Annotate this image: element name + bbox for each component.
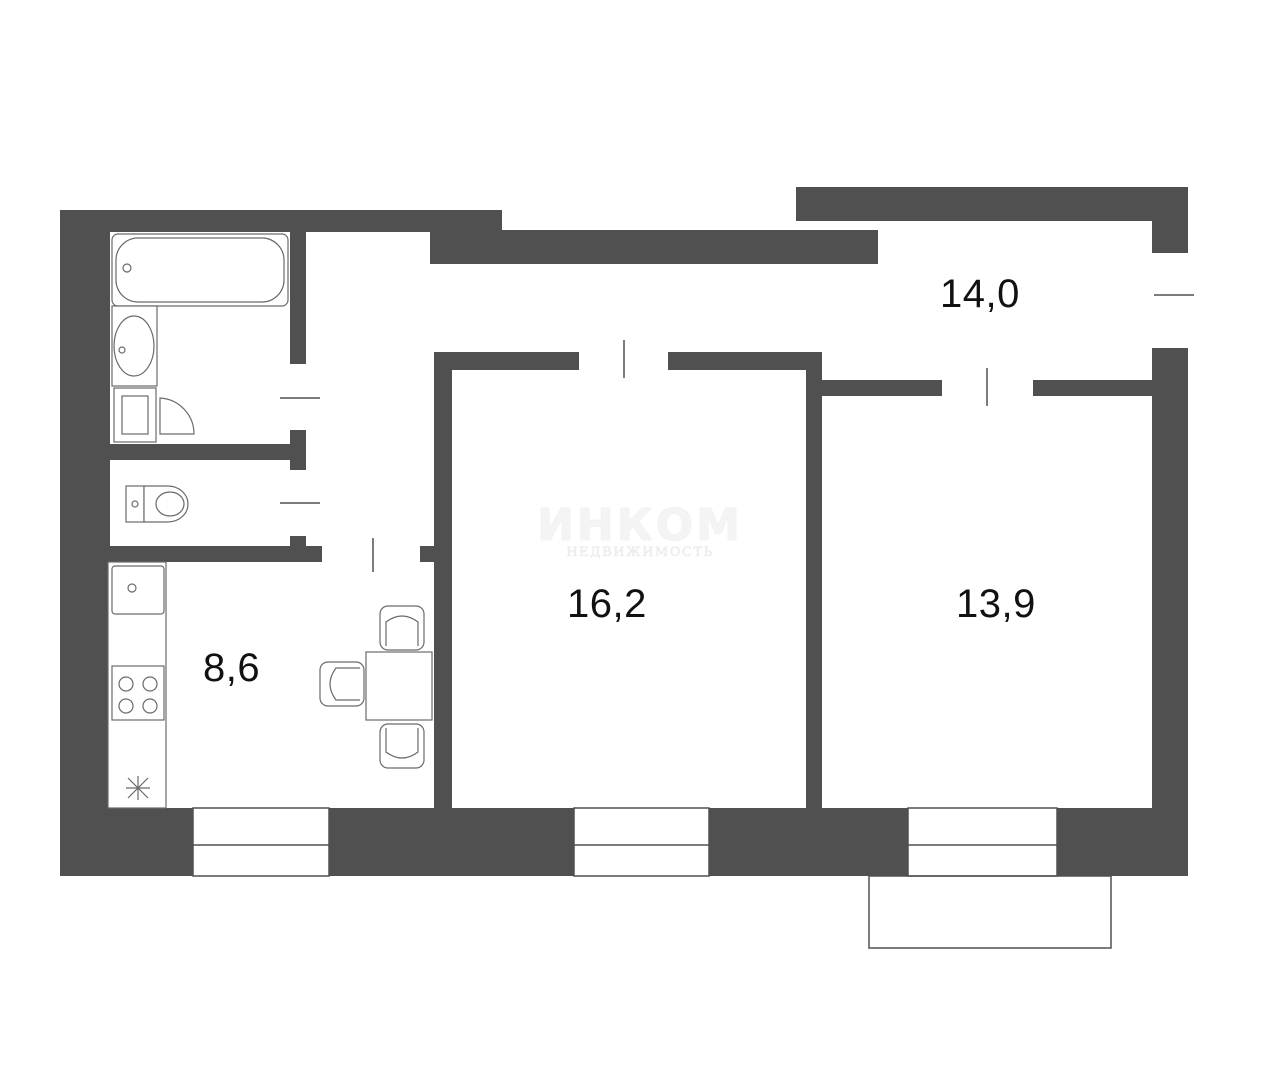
wall-wc-right-lower [290,536,306,556]
kitchen-sink-icon [111,565,165,615]
wall-room-middle-top-left [434,352,579,370]
wall-room-divider [806,352,822,808]
exterior-walls [60,187,1188,876]
wall-top-right [796,187,1188,221]
windows [192,807,1112,949]
chair-top-icon [379,605,425,651]
washing-machine-door [121,395,149,435]
wall-room-middle-top-right [668,352,822,370]
watermark-subtitle: НЕДВИЖИМОСТЬ [566,545,714,560]
wall-bath-wc-divider [108,444,306,460]
wall-left [60,210,110,874]
wall-room-middle-left [434,352,452,808]
bathroom-fixtures [111,233,289,443]
window-room-middle [573,807,710,877]
balcony [868,875,1112,949]
area-label-room-middle: 16,2 [567,582,647,626]
watermark-brand: ИНКОМ [537,500,743,551]
stove-icon [111,665,165,721]
area-label-kitchen: 8,6 [203,646,261,690]
wall-top-left [60,210,502,232]
interior-walls [108,232,1163,808]
kitchen-fixtures [107,561,433,809]
burner-4 [142,698,158,714]
agency-watermark: ИНКОМ НЕДВИЖИМОСТЬ [530,500,750,560]
door-marks [280,294,1194,572]
wall-bottom-3 [709,808,908,876]
wall-bottom-4 [1057,808,1188,876]
kitchen-sink-drain [127,583,137,593]
window-kitchen [192,807,330,877]
toilet-button [131,500,139,508]
wall-wc-kitchen-divider [108,546,322,562]
wall-room-right-top-right [1033,380,1163,396]
dining-table-icon [365,651,433,721]
wall-bottom-2 [329,808,574,876]
bathtub-drain [122,263,132,273]
wall-bottom-1 [60,808,193,876]
wall-right-lower [1152,348,1188,874]
burner-1 [118,676,134,692]
burner-2 [142,676,158,692]
chair-bottom-icon [379,723,425,769]
wall-room-right-top-left [806,380,942,396]
toilet-seat [155,491,185,517]
wall-top-step [430,230,878,264]
sink-icon [113,315,155,377]
wc-fixtures [125,485,189,523]
chair-left-icon [319,661,365,707]
area-label-corridor: 14,0 [940,272,1020,316]
burner-3 [118,698,134,714]
bathroom-door-swing [159,397,195,435]
area-label-room-right: 13,9 [956,582,1036,626]
sink-drain [118,346,126,354]
bathtub-inner [115,237,285,303]
wall-right-upper [1152,187,1188,253]
wall-kitchen-stub [420,546,434,562]
window-room-right [907,807,1058,877]
wall-bath-right-upper [290,232,306,364]
gas-riser-icon [126,776,150,800]
